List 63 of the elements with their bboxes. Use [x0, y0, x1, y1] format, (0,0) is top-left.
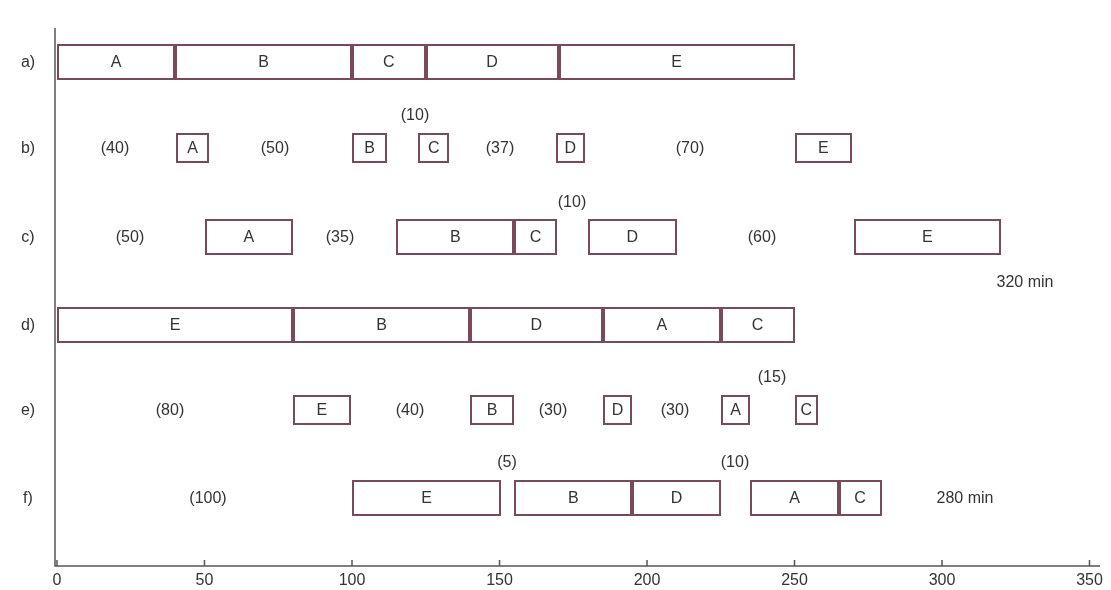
task-bar: A [720, 395, 751, 425]
task-bar: C [418, 133, 450, 163]
duration-label: (37) [485, 139, 515, 157]
axis-tick-label: 300 [928, 571, 956, 589]
total-time-label: 280 min [936, 489, 994, 507]
task-bar: D [602, 395, 633, 425]
row-label: a) [20, 53, 36, 71]
duration-label: (10) [400, 106, 430, 124]
duration-label: (10) [720, 453, 750, 471]
duration-label: (30) [660, 401, 690, 419]
row-label: c) [21, 228, 35, 246]
task-bar: E [352, 480, 501, 516]
axis-tick-label: 100 [338, 571, 366, 589]
duration-label: (40) [100, 139, 130, 157]
row-label: b) [20, 139, 36, 157]
task-bar: B [396, 219, 515, 255]
task-bar: A [750, 480, 839, 516]
row-label: d) [20, 316, 36, 334]
task-bar: C [720, 307, 795, 343]
row-label: e) [20, 401, 36, 419]
task-bar: C [514, 219, 557, 255]
duration-label: (100) [189, 489, 227, 507]
duration-label: (80) [155, 401, 185, 419]
duration-label: (5) [497, 453, 517, 471]
task-bar: B [514, 480, 633, 516]
task-bar: D [588, 219, 677, 255]
task-bar: B [293, 307, 470, 343]
axis-tick-label: 0 [52, 571, 62, 589]
duration-label: (35) [325, 228, 355, 246]
task-bar: E [794, 133, 852, 163]
task-bar: C [352, 44, 426, 80]
task-bar: D [470, 307, 603, 343]
duration-label: (30) [538, 401, 568, 419]
task-bar: B [175, 44, 352, 80]
duration-label: (70) [675, 139, 705, 157]
axis-tick-label: 150 [486, 571, 513, 589]
duration-label: (40) [395, 401, 425, 419]
duration-label: (50) [115, 228, 145, 246]
task-bar: A [176, 133, 209, 163]
axis-tick-label: 250 [781, 571, 808, 589]
task-bar: E [558, 44, 795, 80]
axis-tick-label: 350 [1076, 571, 1103, 589]
total-time-label: 320 min [996, 273, 1054, 291]
axis-tick-label: 50 [195, 571, 214, 589]
task-bar: C [794, 395, 819, 425]
task-bar: B [470, 395, 515, 425]
duration-label: (60) [747, 228, 777, 246]
duration-label: (15) [757, 368, 787, 386]
duration-label: (10) [557, 193, 587, 211]
task-bar: A [57, 44, 175, 80]
task-bar: C [838, 480, 882, 516]
task-bar: D [555, 133, 586, 163]
task-bar: D [425, 44, 559, 80]
task-bar: E [293, 395, 351, 425]
task-bar: A [204, 219, 293, 255]
duration-label: (50) [260, 139, 290, 157]
axis-tick-label: 200 [633, 571, 661, 589]
task-bar: E [57, 307, 293, 343]
task-bar: E [853, 219, 1001, 255]
task-bar: D [632, 480, 721, 516]
row-label: f) [23, 489, 33, 507]
task-bar: B [352, 133, 388, 163]
task-bar: A [602, 307, 721, 343]
